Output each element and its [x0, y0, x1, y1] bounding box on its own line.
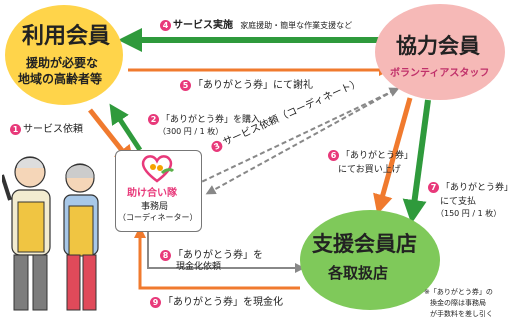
user-member-bubble [5, 5, 123, 105]
step-2-text: 「ありがとう券」を購入 [161, 115, 261, 125]
step-1-number: 1 [10, 123, 21, 135]
office-box [115, 150, 202, 232]
office-line-2: （コーディネーター） [118, 213, 198, 222]
helper-member-title: 協力会員 [396, 34, 480, 58]
step-4-number: 4 [160, 19, 171, 31]
heart-logo-icon [141, 155, 174, 183]
step-6: 6「ありがとう券」 [328, 148, 413, 161]
arrow-7 [402, 99, 431, 224]
helper-member-subtitle: ボランティアスタッフ [390, 68, 490, 79]
step-2-number: 2 [148, 114, 159, 125]
step-2: 2「ありがとう券」を購入 [148, 112, 260, 125]
note-line-3: が手数料を差し引く [430, 310, 493, 318]
step-8-sub: 現金化依頼 [176, 262, 222, 272]
helper-member-bubble [375, 4, 505, 100]
user-member-desc-2: 地域の高齢者等 [18, 72, 103, 86]
step-4-sub: 家庭援助・簡単な作業支援など [240, 21, 353, 30]
step-7: 7「ありがとう券」 [428, 180, 513, 193]
step-7-text: 「ありがとう券」 [441, 183, 513, 193]
step-7-number: 7 [428, 182, 439, 193]
arrow-3-back [205, 89, 396, 195]
step-8-text: 「ありがとう券」を [173, 250, 263, 261]
step-2-sub: （300 円 / 1 枚） [158, 127, 224, 136]
office-logo-text: 助け合い隊 [127, 188, 177, 199]
step-7-sub2: （150 円 / 1 枚） [436, 209, 502, 218]
support-store-subtitle: 各取扱店 [328, 264, 389, 282]
step-9-text: 「ありがとう券」を現金化 [163, 297, 283, 308]
step-7-sub: にて支払 [440, 197, 477, 207]
support-store-bubble [300, 210, 440, 310]
user-member-title: 利用会員 [22, 24, 111, 49]
office-line-1: 事務局 [141, 202, 169, 212]
support-store-title: 支援会員店 [312, 232, 417, 256]
step-6-text: 「ありがとう券」 [341, 151, 414, 161]
arrow-3 [194, 87, 400, 186]
note-line-2: 換金の際は事務局 [430, 299, 486, 307]
elderly-couple-illustration [2, 156, 99, 311]
step-5: 5「ありがとう券」にて謝礼 [180, 76, 313, 91]
arrow-8 [147, 220, 305, 273]
arrow-6 [373, 97, 413, 215]
note-line-1: ※「ありがとう券」の [424, 288, 493, 296]
step-9-number: 9 [150, 296, 161, 308]
arrow-9 [134, 226, 300, 290]
step-4-text: サービス実施 [173, 20, 233, 31]
step-5-number: 5 [180, 79, 191, 91]
arrow-2 [109, 103, 143, 152]
step-6-number: 6 [328, 150, 339, 161]
step-9: 9「ありがとう券」を現金化 [150, 293, 283, 308]
user-member-desc-1: 援助が必要な [26, 56, 99, 70]
step-8-number: 8 [160, 249, 171, 261]
step-6-sub: にてお買い上げ [338, 165, 401, 175]
step-8: 8「ありがとう券」を [160, 246, 263, 261]
step-1-text: サービス依頼 [23, 124, 83, 135]
step-5-text: 「ありがとう券」にて謝礼 [193, 80, 313, 91]
